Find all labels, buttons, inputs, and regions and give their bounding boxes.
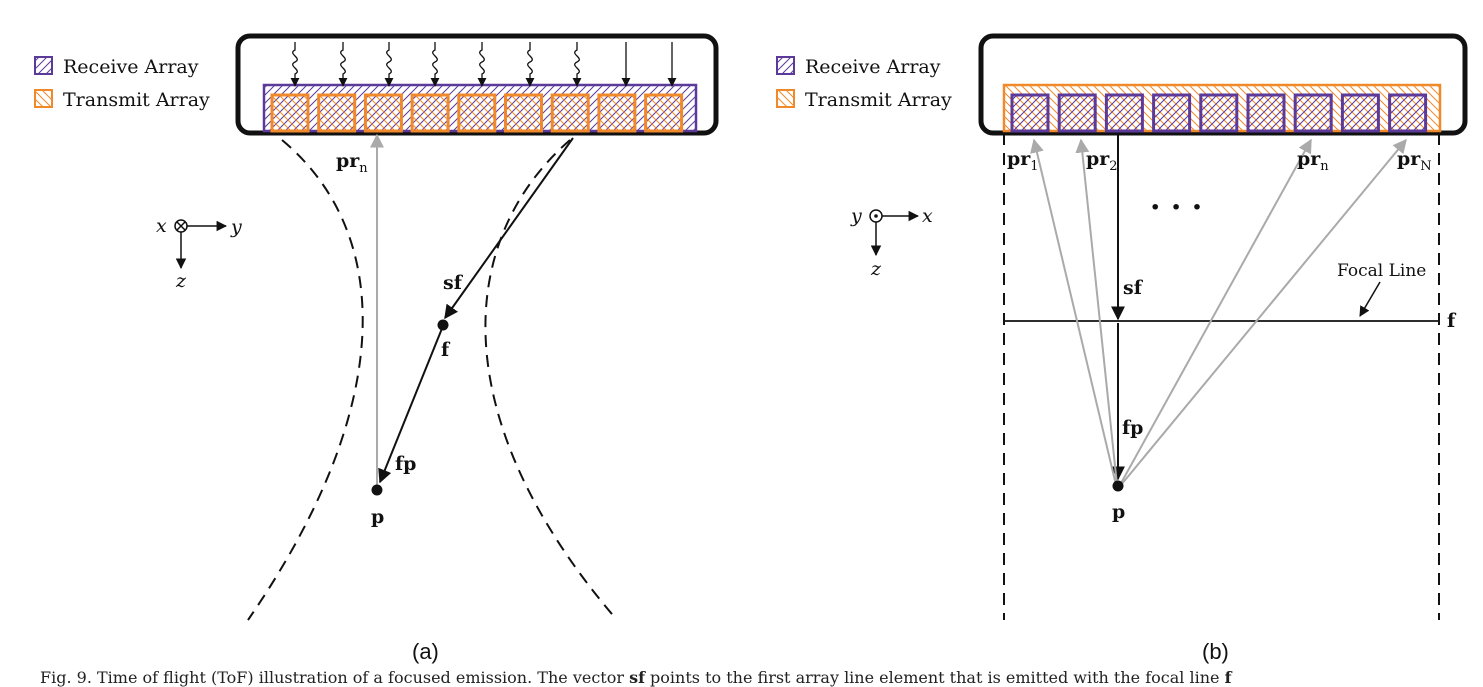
vector-pr-n xyxy=(1119,138,1312,486)
vector-fp xyxy=(378,325,444,484)
label-f: f xyxy=(441,339,451,361)
transmit-element xyxy=(317,93,357,133)
transmit-element xyxy=(457,93,497,133)
panel-a: prn sf f fp p x y z (a) xyxy=(156,33,719,664)
label-f: f xyxy=(1447,310,1457,332)
label-sf: sf xyxy=(1123,277,1144,299)
vector-pr-2 xyxy=(1075,138,1118,486)
incoming-wave xyxy=(477,42,487,87)
point-p xyxy=(1112,480,1124,492)
label-pr-1: pr1 xyxy=(1007,148,1039,174)
probe-housing xyxy=(978,33,1468,136)
receive-elements xyxy=(1010,93,1428,133)
beam-envelope-right xyxy=(484,139,618,621)
receive-element xyxy=(1340,93,1380,133)
incoming-wave xyxy=(525,42,535,87)
receive-element xyxy=(1104,93,1144,133)
panel-b-label: (b) xyxy=(1202,639,1229,664)
receive-element xyxy=(1293,93,1333,133)
figure-caption: Fig. 9. Time of flight (ToF) illustratio… xyxy=(40,668,1232,687)
legend-transmit-swatch xyxy=(776,89,795,108)
label-pr-n: prn xyxy=(336,150,368,176)
vector-pr-1 xyxy=(1030,138,1117,486)
panel-b: Focal Line f pr1 pr2 prn prN · · · sf fp… xyxy=(850,33,1468,664)
vector-pr-N xyxy=(1120,138,1407,486)
label-pr-n: prn xyxy=(1297,148,1329,174)
legend-transmit-label: Transmit Array xyxy=(805,89,952,111)
transmit-element xyxy=(504,93,543,133)
focal-line-pointer xyxy=(1359,281,1381,317)
incoming-wave xyxy=(338,42,348,87)
point-p xyxy=(371,484,383,496)
legend-receive-swatch xyxy=(34,56,53,75)
axis-z-label: z xyxy=(870,258,882,280)
label-fp: fp xyxy=(1122,417,1143,439)
incoming-wave xyxy=(290,42,300,87)
transmit-elements xyxy=(270,93,684,133)
receive-element xyxy=(1010,93,1050,133)
legend-receive-label: Receive Array xyxy=(805,56,941,78)
ultrasound-tof-figure: Receive Array Transmit Array Receive Arr… xyxy=(34,33,1468,664)
ellipsis: · · · xyxy=(1150,190,1202,225)
transmit-element xyxy=(597,93,637,133)
transmit-element xyxy=(550,93,590,133)
axis-triad-a: x y z xyxy=(156,215,242,292)
incoming-waves xyxy=(290,42,677,87)
legend-transmit-swatch xyxy=(34,89,53,108)
focal-line-label: Focal Line xyxy=(1337,261,1426,281)
legend-a: Receive Array Transmit Array xyxy=(34,56,210,111)
point-f xyxy=(437,319,449,331)
legend-transmit-label: Transmit Array xyxy=(63,89,210,111)
transmit-element xyxy=(270,93,310,133)
axis-triad-b: y x z xyxy=(850,205,933,280)
legend-receive-label: Receive Array xyxy=(63,56,199,78)
axis-x-label: x xyxy=(156,215,167,237)
vector-sf xyxy=(444,137,574,320)
transmit-element xyxy=(644,93,684,133)
legend-receive-swatch xyxy=(776,56,795,75)
axis-z-label: z xyxy=(175,270,187,292)
axis-y-label: y xyxy=(850,205,862,227)
probe-housing xyxy=(235,33,719,136)
label-p: p xyxy=(1112,501,1125,523)
legend-b: Receive Array Transmit Array xyxy=(776,56,952,111)
receive-element xyxy=(1057,93,1097,133)
label-p: p xyxy=(371,506,384,528)
axis-x-label: x xyxy=(922,205,933,227)
axis-y-label: y xyxy=(230,216,242,238)
beam-envelope-left xyxy=(247,139,364,621)
transmit-element xyxy=(363,93,403,133)
receive-element xyxy=(1246,93,1286,133)
panel-a-label: (a) xyxy=(412,639,439,664)
receive-element xyxy=(1152,93,1192,133)
receive-element xyxy=(1388,93,1428,133)
label-pr-2: pr2 xyxy=(1086,148,1118,174)
label-fp: fp xyxy=(395,453,416,475)
receive-element xyxy=(1199,93,1239,133)
label-sf: sf xyxy=(443,272,464,294)
label-pr-N: prN xyxy=(1397,148,1432,174)
incoming-wave xyxy=(384,42,394,87)
transmit-element xyxy=(410,93,450,133)
incoming-wave xyxy=(572,42,582,87)
incoming-wave xyxy=(430,42,440,87)
